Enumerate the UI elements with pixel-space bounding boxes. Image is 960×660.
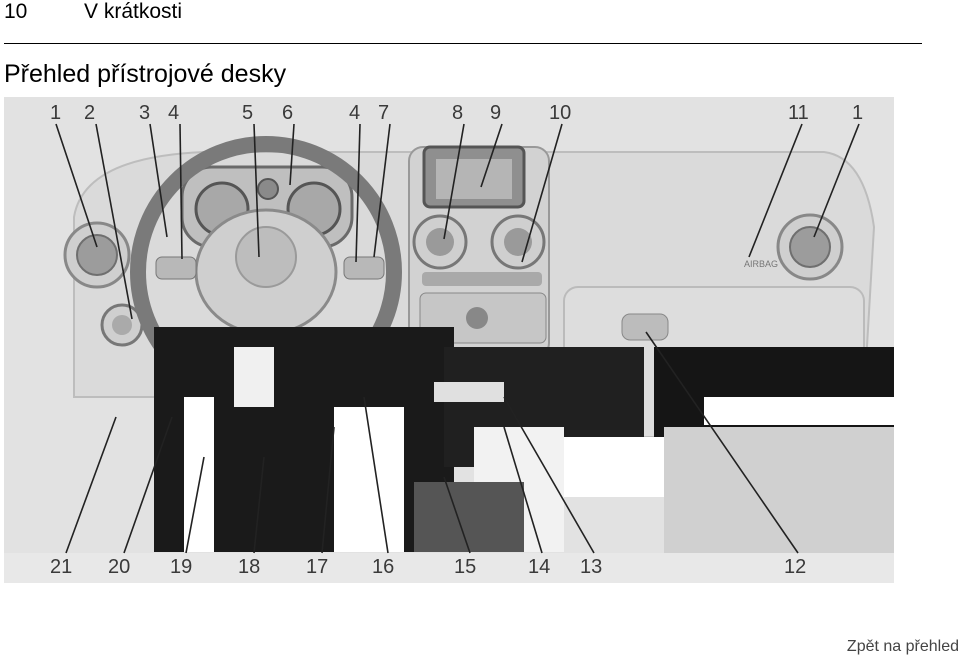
glovebox-handle (621, 313, 669, 341)
callout-19: 19 (170, 556, 192, 578)
airbag-label: AIRBAG (744, 259, 778, 269)
callout-3: 3 (139, 102, 150, 124)
callout-16: 16 (372, 556, 394, 578)
header-rule (4, 43, 922, 44)
callout-11: 11 (788, 102, 809, 124)
callout-2: 2 (84, 102, 95, 124)
callout-15: 15 (454, 556, 476, 578)
scan-artifacts (154, 327, 894, 553)
right-vent (776, 213, 844, 281)
leader-lines (55, 123, 860, 554)
callout-4b: 4 (349, 102, 360, 124)
callout-10: 10 (549, 102, 571, 124)
callout-18: 18 (238, 556, 260, 578)
callout-6: 6 (282, 102, 293, 124)
callout-4: 4 (168, 102, 179, 124)
callout-7: 7 (378, 102, 389, 124)
callout-1b: 1 (852, 102, 863, 124)
callout-17: 17 (306, 556, 328, 578)
left-vent (63, 221, 131, 289)
back-to-overview-link[interactable]: Zpět na přehled (846, 638, 959, 655)
callout-21: 21 (50, 556, 72, 578)
callout-13: 13 (580, 556, 602, 578)
page-number: 10 (4, 0, 28, 23)
callout-1: 1 (50, 102, 61, 124)
chapter-title: V krátkosti (84, 0, 183, 23)
callout-14: 14 (528, 556, 550, 578)
steering-wheel (130, 136, 402, 408)
section-title: Přehled přístrojové desky (4, 60, 287, 88)
callout-8: 8 (452, 102, 463, 124)
dashboard-illustration: AIRBAG (4, 97, 894, 583)
callout-12: 12 (784, 556, 806, 578)
callout-5: 5 (242, 102, 253, 124)
callout-20: 20 (108, 556, 130, 578)
callout-9: 9 (490, 102, 501, 124)
center-console (408, 145, 550, 358)
